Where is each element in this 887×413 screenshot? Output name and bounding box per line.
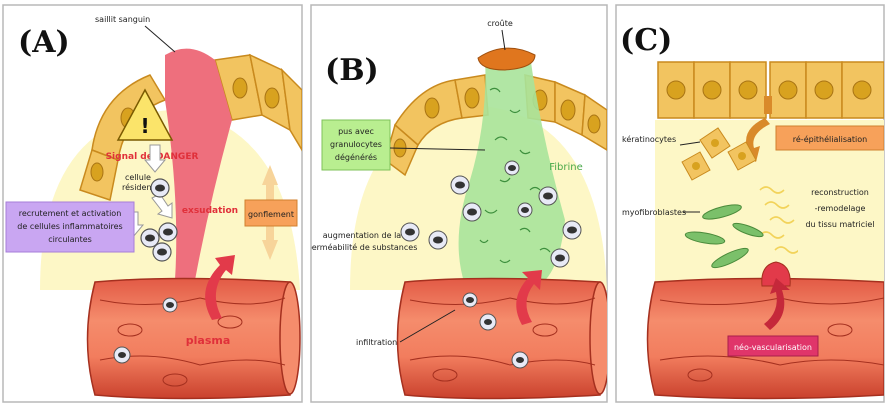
label-resident-cells-1: cellule [125, 173, 151, 182]
label-reconstruction-2: -remodelage [815, 204, 866, 213]
panel-letter-a: (A) [18, 25, 70, 60]
reconstruction-box: reconstruction -remodelage du tissu matr… [798, 176, 882, 258]
label-neovascularization: néo-vascularisation [734, 342, 812, 352]
panel-letter-b: (B) [325, 53, 379, 88]
warning-glyph: ! [140, 114, 149, 138]
label-permeability-2: perméabilité de substances [307, 242, 418, 252]
label-recruitment-2: de cellules inflammatoires [17, 222, 122, 231]
label-myofibroblasts: myofibroblastes [622, 208, 686, 217]
panel-a: ! saillit sanguin Signal de DANGER cellu… [3, 5, 302, 402]
panel-b: croûte pus avec granulocytes dégénérés F… [307, 5, 610, 402]
label-reconstruction-1: reconstruction [811, 188, 869, 197]
label-swelling: gonflement [248, 210, 294, 219]
label-reepithelialization: ré-épithélialisation [793, 134, 867, 144]
recruitment-box: recrutement et activation de cellules in… [6, 202, 134, 252]
label-exudation: exsudation [182, 206, 238, 216]
neovascularization-box: néo-vascularisation [728, 336, 818, 356]
label-infiltration: infiltration [356, 338, 397, 347]
label-bleeding: saillit sanguin [95, 15, 150, 24]
label-pus-2: granulocytes [330, 140, 382, 149]
label-permeability-1: augmentation de la [323, 231, 402, 240]
label-crust: croûte [487, 19, 513, 28]
label-pus-3: dégénérés [335, 152, 377, 162]
label-reconstruction-3: du tissu matriciel [805, 220, 874, 229]
label-fibrin: Fibrine [549, 162, 583, 173]
label-recruitment-1: recrutement et activation [19, 209, 122, 218]
panel-c: kératinocytes ré-épithélialisation [616, 5, 884, 402]
label-plasma: plasma [186, 334, 231, 347]
label-pus-1: pus avec [338, 127, 374, 136]
blood-vessel-b [398, 279, 611, 399]
label-recruitment-3: circulantes [48, 235, 92, 244]
label-keratinocytes: kératinocytes [622, 134, 676, 144]
panel-letter-c: (C) [620, 23, 672, 58]
reepithelialization-box: ré-épithélialisation [776, 126, 884, 150]
